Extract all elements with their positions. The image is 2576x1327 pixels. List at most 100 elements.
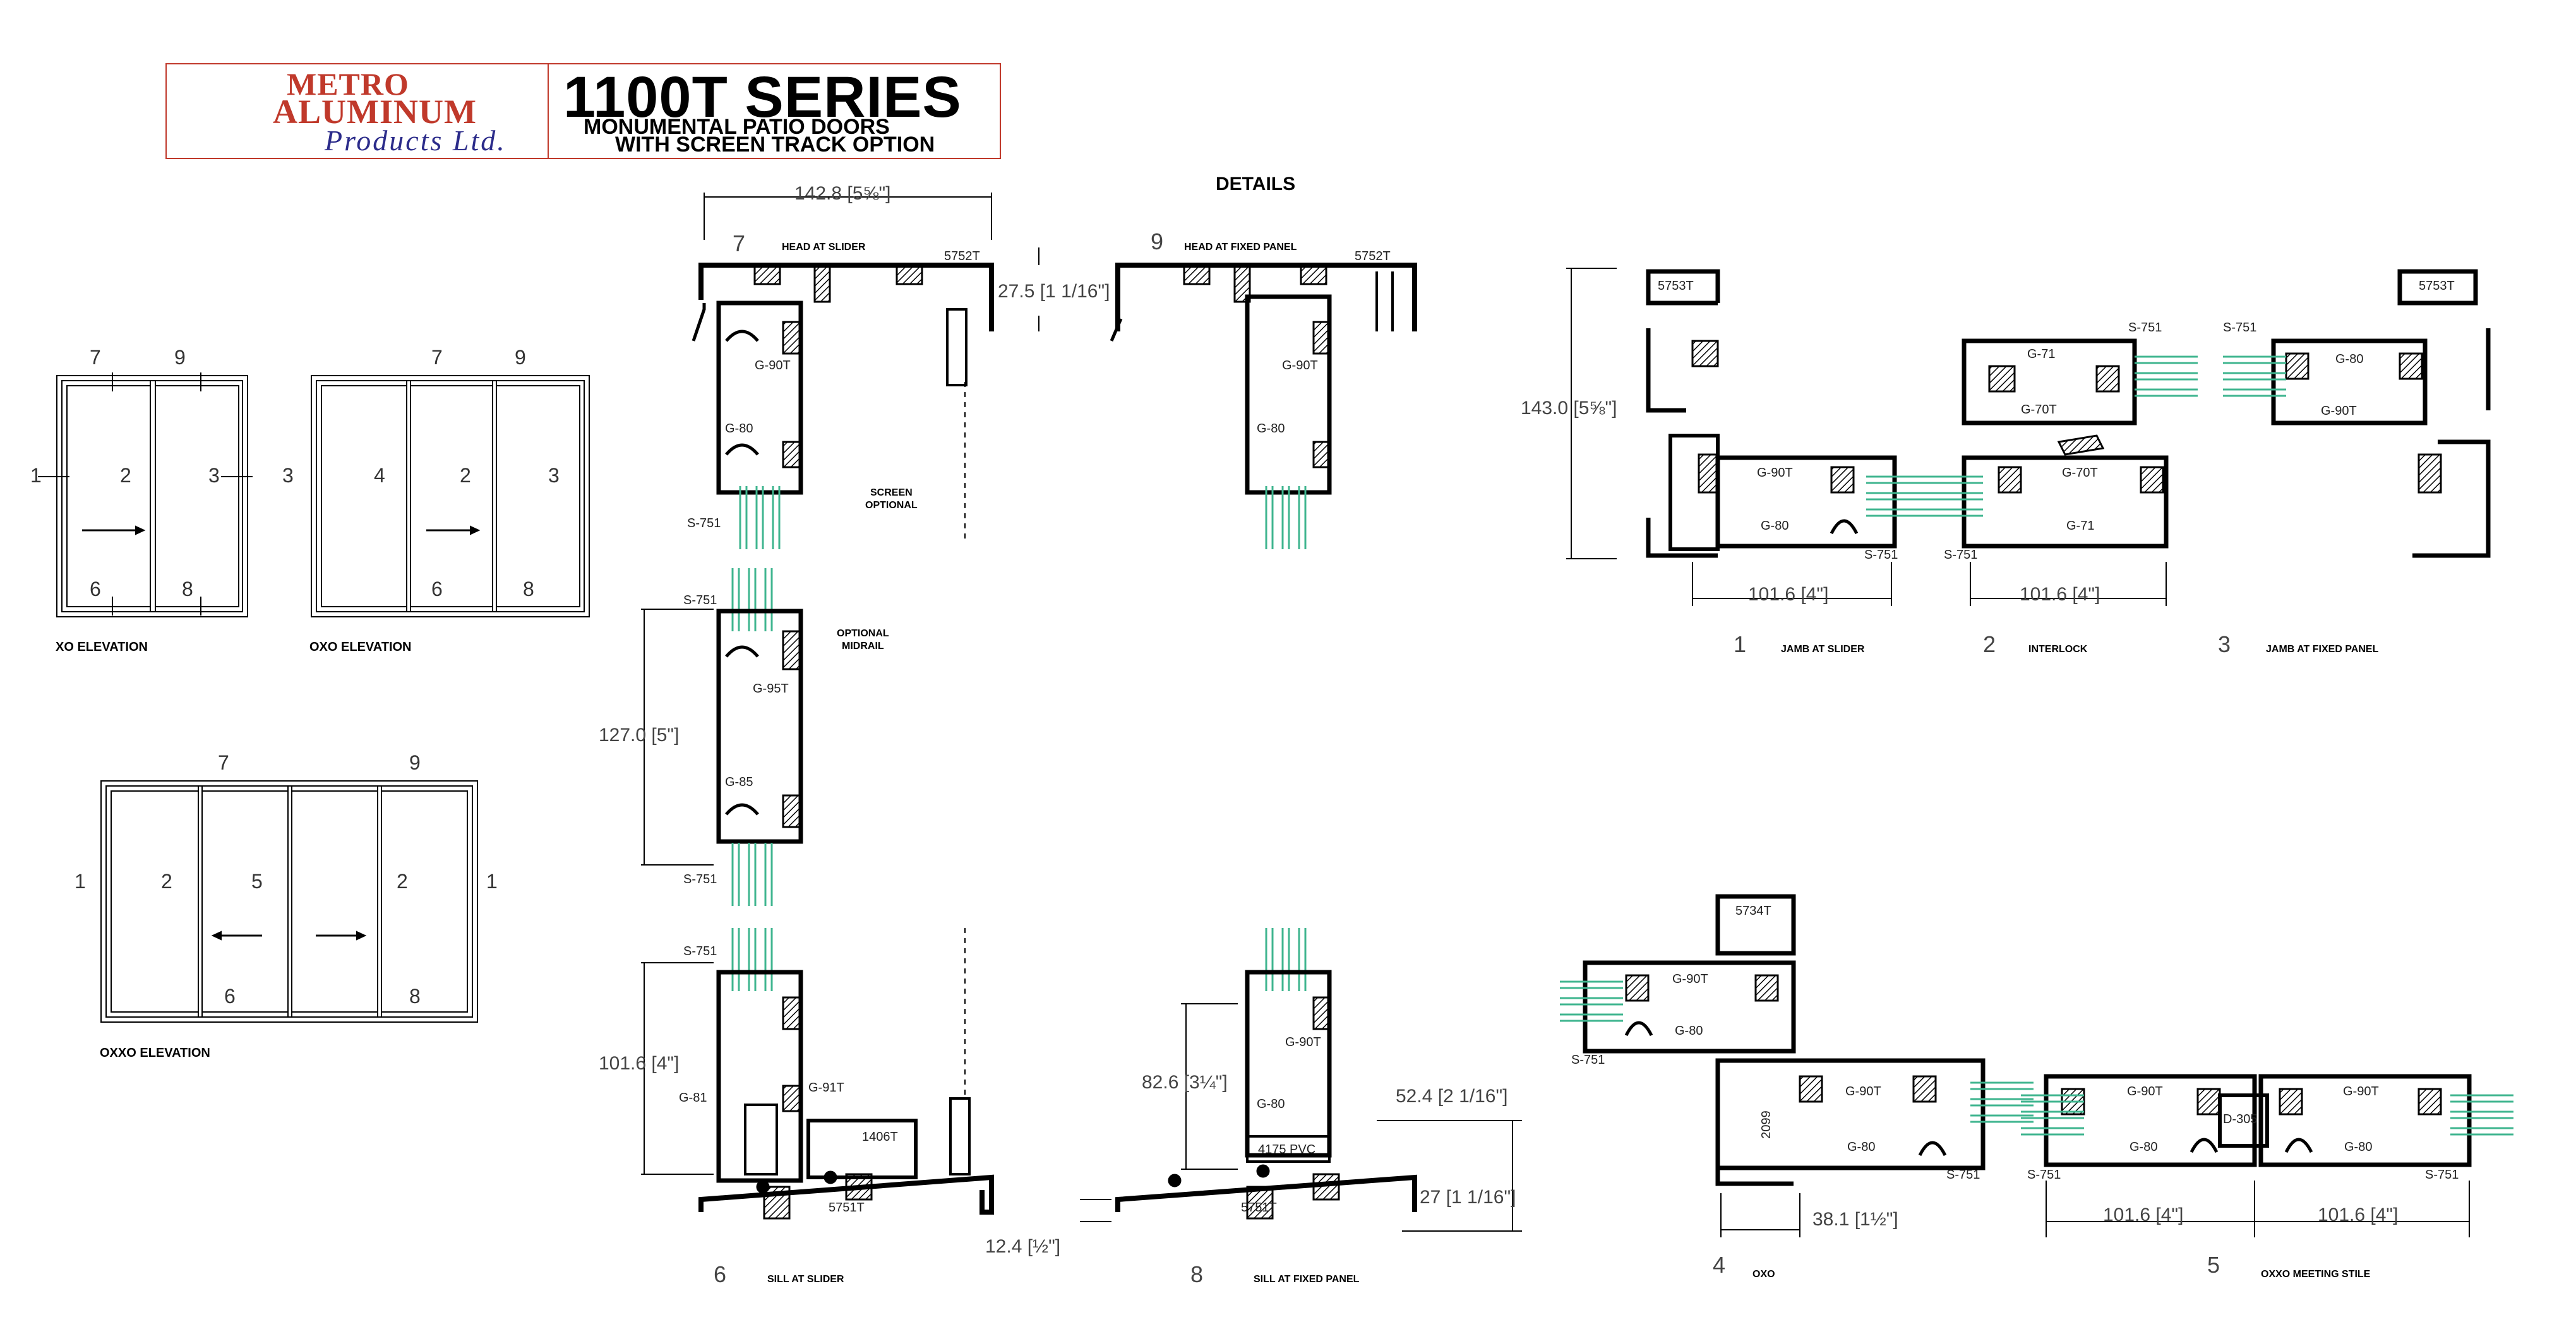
screen-note-line2: OPTIONAL	[865, 500, 918, 511]
oxxo-mark-9: 9	[409, 751, 421, 774]
oxo-mark-8: 8	[523, 578, 534, 600]
subtitle-line1: MONUMENTAL PATIO DOORS	[584, 115, 890, 139]
xo-elevation-title: XO ELEVATION	[56, 640, 148, 654]
detail-4-part-g80-top: G-80	[1675, 1024, 1703, 1038]
midrail-part-s751-bottom: S-751	[683, 872, 717, 886]
oxxo-elevation-title: OXXO ELEVATION	[100, 1046, 210, 1060]
title-divider	[548, 64, 549, 158]
detail-5-number: 5	[2207, 1252, 2220, 1278]
detail-7-part-g80: G-80	[725, 422, 753, 436]
series-title: 1100T SERIES	[563, 65, 962, 129]
detail-4-part-2099: 2099	[1759, 1110, 1773, 1139]
detail-4-drawing	[1559, 894, 2035, 1237]
detail-8-part-4175pvc: 4175 PVC	[1258, 1143, 1316, 1157]
oxxo-mark-2-left: 2	[161, 870, 172, 893]
detail-4-part-g90t-bottom: G-90T	[1845, 1085, 1881, 1098]
detail-2-part-g70t-top: G-70T	[2021, 403, 2057, 417]
midrail-height-dim: 127.0 [5"]	[599, 725, 680, 746]
oxxo-mark-8: 8	[409, 985, 421, 1008]
detail-8-title: SILL AT FIXED PANEL	[1254, 1274, 1360, 1285]
detail-4-width-dim: 38.1 [1½"]	[1812, 1209, 1898, 1230]
oxxo-mark-5: 5	[251, 870, 263, 893]
detail-5-part-g90t-right: G-90T	[2343, 1085, 2379, 1098]
detail-6-part-s751: S-751	[683, 944, 717, 958]
oxo-mark-2: 2	[460, 464, 471, 487]
detail-7-part-g90t: G-90T	[755, 359, 791, 372]
detail-2-part-g70t-bottom: G-70T	[2062, 466, 2098, 480]
detail-9-part-5752T: 5752T	[1355, 249, 1391, 263]
detail-2-number: 2	[1983, 631, 1996, 657]
detail-1-part-s751: S-751	[1864, 548, 1898, 562]
oxxo-mark-2-right: 2	[397, 870, 408, 893]
detail-5-part-s751-left: S-751	[2027, 1168, 2061, 1182]
oxxo-mark-7: 7	[218, 751, 229, 774]
detail-2-part-g71-bottom: G-71	[2066, 519, 2095, 533]
detail-8-bottom-dim: 27 [1 1/16"]	[1420, 1187, 1516, 1208]
detail-1-part-5753t: 5753T	[1658, 279, 1694, 293]
detail-7-width-dim: 142.8 [5⅝"]	[794, 183, 891, 204]
detail-1-width-dim: 101.6 [4"]	[1748, 584, 1829, 605]
detail-8-height-dim: 82.6 [3¼"]	[1142, 1072, 1228, 1093]
detail-3-part-g90t: G-90T	[2321, 404, 2357, 418]
xo-elevation-drawing	[38, 372, 253, 617]
brand-name-line1: METRO	[287, 66, 409, 102]
detail-4-title: OXO	[1752, 1269, 1775, 1280]
oxo-mark-4: 4	[374, 464, 385, 487]
detail-4-number: 4	[1713, 1252, 1726, 1278]
midrail-title-line2: MIDRAIL	[842, 641, 884, 652]
detail-7-number: 7	[733, 230, 746, 256]
oxo-mark-9: 9	[515, 346, 526, 369]
detail-9-drawing	[1110, 263, 1417, 550]
detail-5-part-d305: D-305	[2223, 1112, 2258, 1126]
detail-7-part-s751: S-751	[687, 516, 721, 530]
brand-name-line2: ALUMINUM	[273, 93, 477, 131]
detail-6-part-1406t: 1406T	[862, 1130, 898, 1144]
detail-2-drawing	[1919, 338, 2199, 606]
detail-2-part-s751-bottom: S-751	[1944, 548, 1978, 562]
detail-3-drawing	[2222, 269, 2491, 558]
detail-2-width-dim: 101.6 [4"]	[2020, 584, 2100, 605]
detail-6-part-5751t: 5751T	[829, 1201, 865, 1215]
detail-3-number: 3	[2218, 631, 2231, 657]
detail-2-title: INTERLOCK	[2028, 644, 2088, 655]
midrail-part-s751-top: S-751	[683, 593, 717, 607]
xo-mark-2: 2	[120, 464, 131, 487]
detail-1-number: 1	[1734, 631, 1747, 657]
xo-mark-1: 1	[30, 464, 42, 487]
detail-5-drawing	[2020, 1074, 2515, 1237]
detail-3-part-g80: G-80	[2335, 352, 2364, 366]
detail-1-title: JAMB AT SLIDER	[1781, 644, 1865, 655]
xo-mark-7: 7	[90, 346, 101, 369]
detail-8-part-g80: G-80	[1257, 1097, 1285, 1111]
detail-5-part-s751-right: S-751	[2425, 1168, 2459, 1182]
detail-6-title: SILL AT SLIDER	[767, 1274, 844, 1285]
oxo-mark-6: 6	[431, 578, 443, 600]
detail-1-part-g80: G-80	[1761, 519, 1789, 533]
title-block: METRO ALUMINUM Products Ltd. 1100T SERIE…	[165, 63, 1001, 159]
screen-note-line1: SCREEN	[870, 487, 913, 498]
oxo-elevation-title: OXO ELEVATION	[309, 640, 412, 654]
detail-6-step-dim: 12.4 [½"]	[985, 1236, 1061, 1257]
detail-7-part-5752T: 5752T	[944, 249, 980, 263]
detail-5-part-g80-left: G-80	[2130, 1140, 2158, 1154]
detail-6-number: 6	[714, 1261, 727, 1287]
detail-5-part-g90t-left: G-90T	[2127, 1085, 2163, 1098]
oxxo-elevation-drawing	[100, 780, 478, 1023]
detail-4-part-s751-left: S-751	[1571, 1053, 1605, 1067]
detail-3-part-5753t: 5753T	[2419, 279, 2455, 293]
detail-4-part-s751-right: S-751	[1946, 1168, 1980, 1182]
details-title: DETAILS	[1216, 174, 1296, 194]
detail-9-part-g90t: G-90T	[1282, 359, 1318, 372]
detail-8-number: 8	[1190, 1261, 1204, 1287]
detail-6-drawing	[641, 927, 994, 1220]
midrail-part-g85: G-85	[725, 775, 753, 789]
detail-8-part-g90t: G-90T	[1285, 1035, 1321, 1049]
oxxo-mark-1-left: 1	[75, 870, 86, 893]
oxxo-mark-1-right: 1	[486, 870, 498, 893]
oxo-mark-3-left: 3	[282, 464, 294, 487]
xo-mark-6: 6	[90, 578, 101, 600]
midrail-drawing	[641, 567, 803, 907]
detail-2-part-s751-top: S-751	[2128, 321, 2162, 335]
detail-6-part-g81: G-81	[679, 1091, 707, 1105]
